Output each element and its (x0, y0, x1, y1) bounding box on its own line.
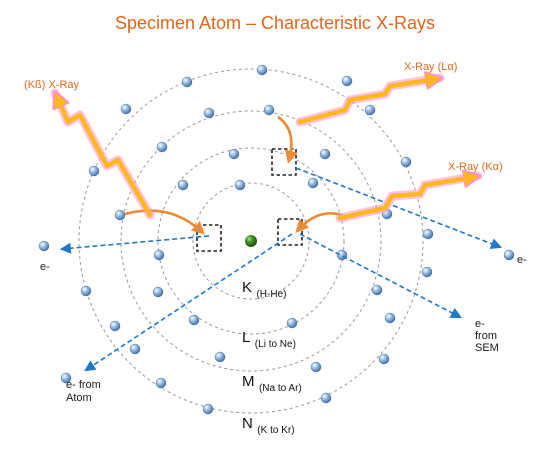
electrons (38, 64, 515, 415)
transition-arrow-top (277, 115, 298, 164)
ejected-electron-right-label: e- (517, 254, 527, 266)
electron-4 (120, 103, 132, 115)
xray-rays (50, 78, 478, 223)
path-sem-electron (299, 233, 462, 319)
shell-n-letter: N (242, 415, 253, 432)
e-from-atom-label: e- from Atom (66, 379, 104, 404)
electron-6 (263, 104, 275, 116)
electron-20 (503, 249, 515, 261)
shell-m-label: M (Na to Ar) (242, 373, 302, 394)
shell-l-label: L (Li to Ne) (242, 329, 296, 350)
e-from-sem-line-3: SEM (475, 342, 499, 354)
nucleus (245, 235, 257, 247)
electron-7 (364, 104, 376, 116)
electron-32 (310, 361, 322, 373)
electron-31 (214, 351, 226, 363)
electron-10 (319, 148, 331, 160)
electron-22 (422, 228, 434, 240)
path-ejected-left (59, 235, 210, 254)
electron-8 (156, 141, 168, 153)
electron-17 (114, 209, 126, 221)
vacancy-top (271, 148, 297, 176)
shell-l-range: (Li to Ne) (255, 339, 296, 350)
xray-ka-ray (335, 176, 478, 223)
shell-n-label: N (K to Kr) (242, 415, 295, 436)
electron-29 (371, 284, 383, 296)
vacancy-left (196, 224, 222, 252)
electron-30 (129, 343, 141, 355)
electron-37 (378, 353, 390, 365)
transition-arrow-left (124, 209, 205, 235)
electron-38 (202, 403, 214, 415)
electron-26 (109, 320, 121, 332)
orbit-k (192, 182, 310, 300)
electron-33 (384, 312, 396, 324)
path-ejected-right (295, 167, 503, 249)
orbit-shells (78, 68, 424, 414)
electron-27 (188, 314, 200, 326)
shell-m-range: (Na to Ar) (259, 383, 302, 394)
path-atom-electron (84, 233, 293, 372)
electron-14 (307, 177, 319, 189)
e-from-atom-line-1: e- from (66, 379, 101, 391)
xray-ka-label: X-Ray (Kα) (448, 161, 503, 173)
shell-k-label: K (H-He) (242, 279, 286, 300)
electron-paths (59, 167, 503, 372)
electron-28 (286, 317, 298, 329)
electron-5 (203, 107, 215, 119)
shell-l-letter: L (242, 329, 250, 346)
transition-arrows (124, 115, 343, 235)
electron-12 (177, 179, 189, 191)
e-from-atom-line-2: Atom (66, 392, 92, 404)
e-from-sem-line-1: e- (475, 318, 485, 330)
orbit-n (78, 68, 424, 414)
shell-k-range: (H-He) (256, 289, 286, 300)
e-from-sem-label: e- from SEM (475, 318, 500, 354)
electron-3 (341, 75, 353, 87)
xray-la-ray (295, 78, 445, 127)
electron-23 (80, 285, 92, 297)
electron-1 (256, 64, 268, 76)
electron-15 (400, 156, 412, 168)
electron-34 (60, 372, 72, 384)
transition-arrow-right (295, 212, 343, 233)
electron-18 (153, 249, 165, 261)
orbit-l (157, 147, 345, 335)
shell-n-range: (K to Kr) (257, 425, 294, 436)
shell-k-letter: K (242, 279, 252, 296)
diagram-title: Specimen Atom – Characteristic X-Rays (115, 13, 435, 33)
xray-kb-label: (Kß) X-Ray (24, 79, 80, 91)
electron-11 (88, 165, 100, 177)
electron-2 (181, 76, 193, 88)
electron-25 (421, 266, 433, 278)
electron-9 (228, 148, 240, 160)
electron-35 (155, 377, 167, 389)
orbit-m (120, 110, 382, 372)
electron-13 (234, 179, 246, 191)
xray-kb-ray (50, 88, 155, 220)
e-from-sem-line-2: from (475, 330, 497, 342)
electron-36 (320, 392, 332, 404)
ejected-electron-left-label: e- (40, 261, 50, 273)
electron-24 (152, 286, 164, 298)
xray-la-label: X-Ray (Lα) (404, 61, 457, 73)
shell-m-letter: M (242, 373, 255, 390)
electron-16 (38, 240, 50, 252)
